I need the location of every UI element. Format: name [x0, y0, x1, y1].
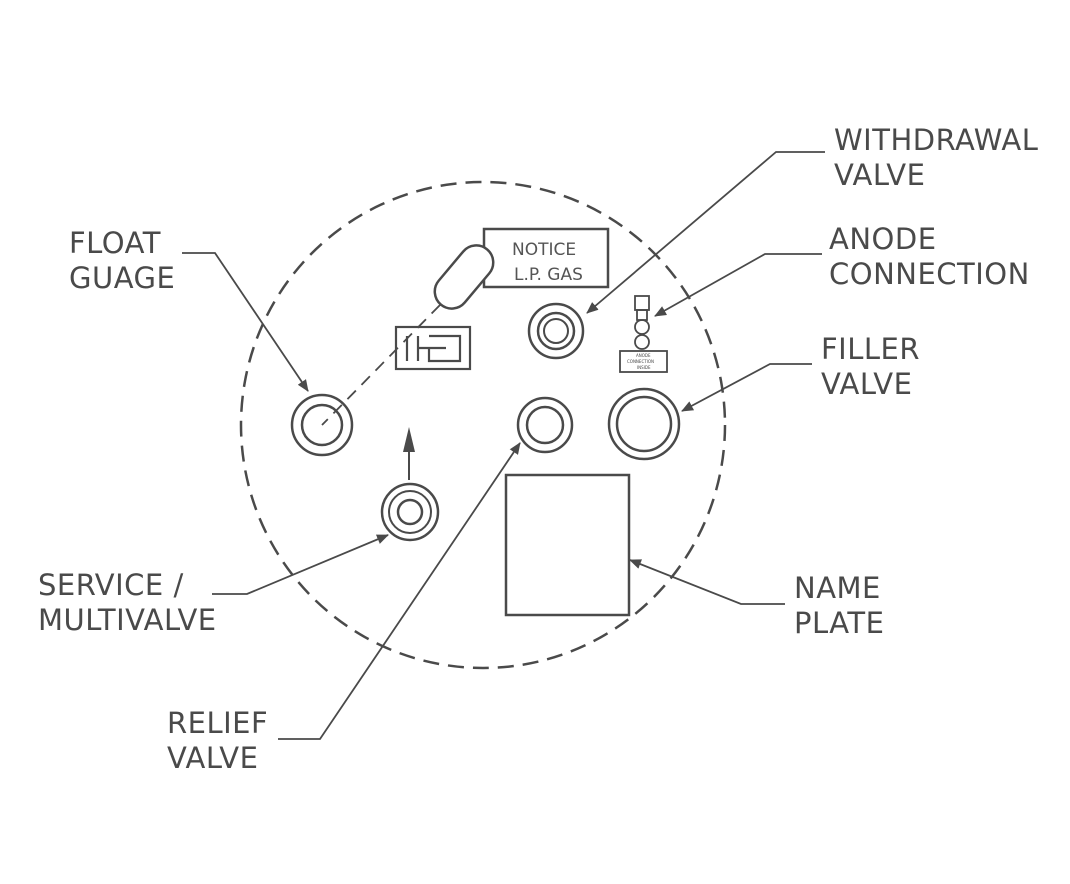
- filler-valve-label-line-1: FILLER: [821, 332, 920, 366]
- withdrawal-valve-label-line-1: WITHDRAWAL: [834, 123, 1038, 157]
- leader-filler-valve: [681, 363, 812, 412]
- up-arrow-icon: [403, 427, 415, 480]
- leader-anode-connection: [654, 253, 822, 317]
- name-plate-label-line-2: PLATE: [794, 606, 884, 640]
- anode-connection-label-line-1: ANODE: [829, 222, 937, 256]
- service-multivalve-label-line-2: MULTIVALVE: [38, 603, 217, 637]
- leader-withdrawal-valve: [586, 151, 825, 314]
- anode-connection-label-line-2: CONNECTION: [829, 257, 1030, 291]
- relief-valve-label-line-1: RELIEF: [167, 706, 268, 740]
- anode-tag-line-3: INSIDE: [637, 365, 651, 370]
- name-plate: [504, 473, 631, 617]
- float-gauge-window: [433, 244, 495, 310]
- leader-relief-valve: [278, 442, 521, 740]
- leader-float-gauge: [182, 252, 309, 392]
- relief-valve: [516, 396, 574, 454]
- filler-valve: [607, 387, 681, 461]
- float-gauge-label-line-1: FLOAT: [69, 226, 161, 260]
- dome-outline: [239, 180, 727, 670]
- float-gauge-label-line-2: GUAGE: [69, 261, 175, 295]
- notice-line-2: L.P. GAS: [514, 265, 583, 285]
- leader-service-multivalve: [212, 534, 389, 595]
- withdrawal-valve: [527, 302, 585, 360]
- service-multivalve-label-line-1: SERVICE /: [38, 568, 184, 602]
- relief-valve-label-line-2: VALVE: [167, 741, 258, 775]
- name-plate-label-line-1: NAME: [794, 571, 881, 605]
- anode-tag-line-1: ANODE: [636, 353, 651, 358]
- anode-tag-line-2: CONNECTION: [627, 359, 654, 364]
- service-multivalve: [380, 482, 440, 542]
- anode-tag: ANODE CONNECTION INSIDE: [619, 350, 668, 373]
- notice-line-1: NOTICE: [512, 240, 576, 260]
- anode-connection: [634, 295, 650, 350]
- filler-valve-label-line-2: VALVE: [821, 367, 912, 401]
- float-gauge-dashed-line: [321, 304, 441, 426]
- leader-name-plate: [629, 559, 785, 605]
- withdrawal-valve-label-line-2: VALVE: [834, 158, 925, 192]
- logo-icon: [394, 325, 472, 371]
- float-gauge-dial: [290, 393, 354, 457]
